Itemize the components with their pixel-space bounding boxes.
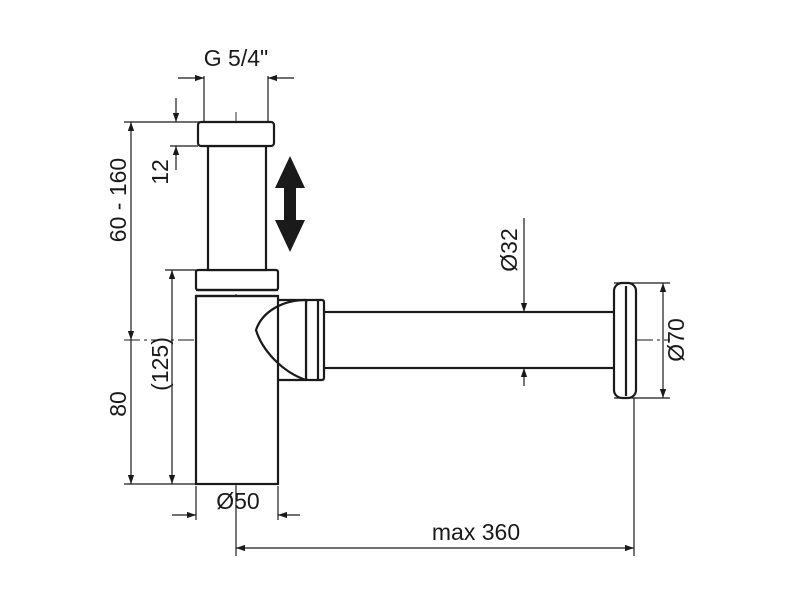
- cap-height-label: 12: [147, 159, 173, 185]
- bottom-height-label: 80: [105, 391, 131, 417]
- pipe-diameter-label: Ø32: [496, 228, 522, 271]
- adjust-arrow-icon: [275, 156, 305, 252]
- max-length-label: max 360: [432, 519, 520, 545]
- body-diameter-label: Ø50: [216, 488, 259, 514]
- dimension-lines: [127, 74, 667, 552]
- rosette-diameter-label: Ø70: [663, 318, 689, 361]
- height-range-label: 60 - 160: [105, 158, 131, 242]
- bottle-body: [194, 294, 280, 486]
- thread-size-label: G 5/4": [204, 45, 268, 71]
- inlet-tube: [206, 144, 268, 272]
- body-nut: [194, 268, 280, 292]
- top-cap: [196, 120, 276, 148]
- side-nut: [304, 298, 326, 382]
- body-height-label: (125): [147, 337, 173, 391]
- siphon-body: [194, 120, 638, 486]
- branch-curve: [254, 298, 307, 382]
- outlet-pipe: [320, 310, 620, 370]
